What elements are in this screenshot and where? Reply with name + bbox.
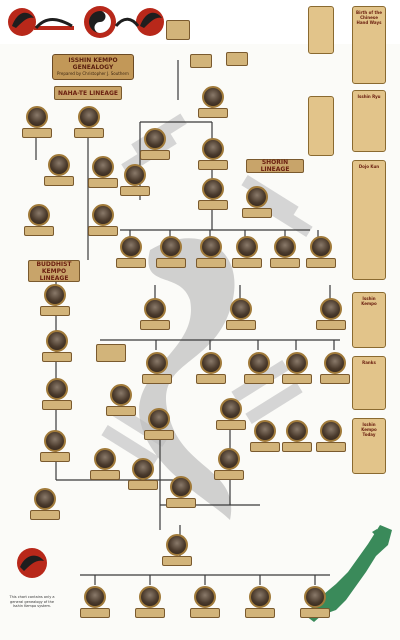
side-scroll: Isshin Kempo xyxy=(352,292,386,348)
portrait xyxy=(110,384,132,406)
side-scroll: Birth of the Chinese Hand Ways xyxy=(352,6,386,84)
portrait xyxy=(48,154,70,176)
portrait xyxy=(310,236,332,258)
portrait xyxy=(170,476,192,498)
portrait xyxy=(44,430,66,452)
portrait xyxy=(324,352,346,374)
portrait xyxy=(248,352,270,374)
title-scroll: ISSHIN KEMPO GENEALOGY Prepared by Chris… xyxy=(52,54,134,80)
portrait xyxy=(84,586,106,608)
left-dragon-emblem-icon xyxy=(8,8,74,36)
lineage-tag-buddhist: BUDDHIST KEMPO LINEAGE xyxy=(28,260,80,282)
portrait xyxy=(146,352,168,374)
side-scroll-small xyxy=(308,6,334,54)
side-scroll: Isshin Ryu xyxy=(352,90,386,152)
portrait xyxy=(286,352,308,374)
top-plaque xyxy=(166,20,190,40)
portrait xyxy=(160,236,182,258)
portrait xyxy=(246,186,268,208)
portrait xyxy=(120,236,142,258)
portrait xyxy=(200,236,222,258)
portrait xyxy=(124,164,146,186)
footer-note: This chart contains only a general genea… xyxy=(9,595,55,608)
side-scroll: Ranks xyxy=(352,356,386,410)
portrait xyxy=(132,458,154,480)
portrait xyxy=(139,586,161,608)
portrait xyxy=(218,448,240,470)
portrait xyxy=(249,586,271,608)
lineage-tag-naha-te: NAHA-TE LINEAGE xyxy=(54,86,122,100)
portrait xyxy=(92,156,114,178)
portrait xyxy=(92,204,114,226)
yin-yang-emblem-icon xyxy=(84,6,116,38)
portrait xyxy=(254,420,276,442)
portrait xyxy=(236,236,258,258)
portrait xyxy=(274,236,296,258)
portrait xyxy=(194,586,216,608)
chart-title: ISSHIN KEMPO GENEALOGY xyxy=(68,57,118,71)
portrait xyxy=(94,448,116,470)
top-plaque xyxy=(226,52,248,66)
portrait xyxy=(144,128,166,150)
portrait xyxy=(28,204,50,226)
dragon-emblem-bottom-icon xyxy=(17,548,47,578)
portrait xyxy=(46,378,68,400)
okinawa-islet xyxy=(372,529,380,536)
portrait xyxy=(26,106,48,128)
portrait xyxy=(304,586,326,608)
chart-subtitle: Prepared by Christopher J. Southern xyxy=(57,71,129,76)
okinawa-map xyxy=(306,525,392,622)
portrait xyxy=(202,86,224,108)
portrait xyxy=(78,106,100,128)
portrait xyxy=(34,488,56,510)
portrait xyxy=(220,398,242,420)
portrait xyxy=(148,408,170,430)
portrait xyxy=(200,352,222,374)
portrait xyxy=(144,298,166,320)
portrait xyxy=(46,330,68,352)
portrait xyxy=(320,420,342,442)
side-scroll-small xyxy=(308,96,334,156)
header-band xyxy=(0,0,400,44)
right-dragon-emblem-icon xyxy=(114,8,164,36)
top-plaque xyxy=(190,54,212,68)
portrait xyxy=(320,298,342,320)
portrait xyxy=(166,534,188,556)
portrait xyxy=(44,284,66,306)
portrait xyxy=(202,138,224,160)
side-scroll: Isshin Kempo Today xyxy=(352,418,386,474)
portrait xyxy=(230,298,252,320)
lineage-tag-shorin: SHORIN LINEAGE xyxy=(246,159,304,173)
portrait xyxy=(202,178,224,200)
portrait xyxy=(286,420,308,442)
dragon-watermark xyxy=(139,238,235,521)
side-scroll: Dojo Kun xyxy=(352,160,386,280)
